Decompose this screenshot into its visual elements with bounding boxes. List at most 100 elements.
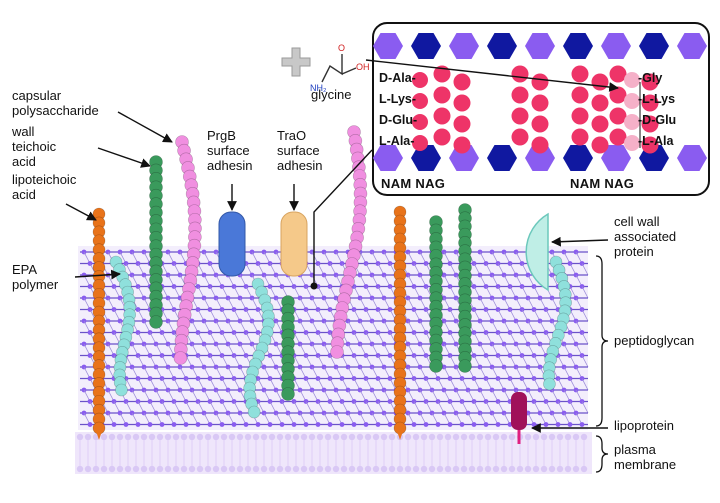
- membrane-head-bottom: [236, 465, 244, 473]
- trao-adhesin: [280, 211, 308, 277]
- membrane-head-top: [340, 433, 348, 441]
- membrane-head-top: [492, 433, 500, 441]
- membrane-head-top: [220, 433, 228, 441]
- glycan-hexagon: [677, 145, 707, 171]
- peptide-bead: [453, 136, 471, 154]
- membrane-head-bottom: [260, 465, 268, 473]
- glycan-sugar: [147, 422, 153, 427]
- membrane-head-top: [228, 433, 236, 441]
- arrow-lipoteichoic: [65, 203, 97, 221]
- glycan-sugar: [375, 422, 381, 427]
- peptide-bead: [433, 86, 451, 104]
- glycan-sugar: [531, 422, 537, 427]
- peptide-bead: [453, 94, 471, 112]
- membrane-head-bottom: [276, 465, 284, 473]
- membrane-head-top: [412, 433, 420, 441]
- wall-teichoic-bead: [458, 359, 472, 373]
- membrane-head-top: [212, 433, 220, 441]
- membrane-head-bottom: [228, 465, 236, 473]
- peptide-bead: [511, 107, 529, 125]
- membrane-head-top: [468, 433, 476, 441]
- membrane-head-top: [180, 433, 188, 441]
- membrane-head-top: [324, 433, 332, 441]
- membrane-head-top: [316, 433, 324, 441]
- membrane-head-bottom: [196, 465, 204, 473]
- prgb-adhesin: [218, 211, 246, 277]
- glycan-sugar: [459, 422, 465, 427]
- membrane-head-top: [276, 433, 284, 441]
- membrane-head-bottom: [380, 465, 388, 473]
- membrane-head-bottom: [420, 465, 428, 473]
- label-lipoteichoic-acid: lipoteichoic acid: [12, 172, 77, 202]
- membrane-head-top: [580, 433, 588, 441]
- glycan-sugar: [435, 422, 441, 427]
- glycine-nh2-atom: NH₂: [310, 83, 327, 93]
- glycan-hexagon: [373, 33, 403, 59]
- label-plasma-membrane: plasma membrane: [614, 442, 677, 472]
- inset-connector-dot: [310, 282, 318, 290]
- glycan-sugar: [411, 422, 417, 427]
- peptide-crosslink: [581, 263, 589, 276]
- capsular-bead: [173, 351, 188, 365]
- glycan-sugar: [483, 422, 489, 427]
- membrane-head-top: [508, 433, 516, 441]
- protein-layer: [218, 211, 549, 444]
- peptide-bead: [591, 115, 609, 133]
- membrane-head-top: [140, 433, 148, 441]
- membrane-head-top: [428, 433, 436, 441]
- brace-peptidoglycan: [595, 255, 609, 427]
- membrane-head-top: [252, 433, 260, 441]
- membrane-head-top: [564, 433, 572, 441]
- label-glycine: glycine: [311, 87, 352, 102]
- membrane-head-bottom: [444, 465, 452, 473]
- glycan-hexagon: [525, 33, 555, 59]
- glycan-hexagon: [601, 145, 631, 171]
- glycan-hexagon: [449, 145, 479, 171]
- glycan-sugar: [315, 422, 321, 427]
- arrow-capsular: [117, 111, 173, 143]
- peptide-bead: [591, 94, 609, 112]
- glycan-hexagon: [373, 145, 403, 171]
- membrane-head-bottom: [484, 465, 492, 473]
- membrane-head-bottom: [132, 465, 140, 473]
- membrane-head-top: [116, 433, 124, 441]
- peptide-bead: [531, 136, 549, 154]
- membrane-head-top: [364, 433, 372, 441]
- membrane-head-bottom: [84, 465, 92, 473]
- membrane-head-bottom: [92, 465, 100, 473]
- membrane-head-top: [460, 433, 468, 441]
- glycine-oh-bond: [341, 67, 357, 75]
- glycan-sugar: [363, 422, 369, 427]
- membrane-head-bottom: [300, 465, 308, 473]
- membrane-head-top: [204, 433, 212, 441]
- glycine-o-atom: O: [338, 43, 345, 53]
- arrow-glycine: [365, 59, 619, 92]
- peptide-crosslink: [581, 286, 589, 299]
- epa-bead: [247, 405, 261, 419]
- glycan-sugar: [555, 422, 561, 427]
- membrane-head-bottom: [364, 465, 372, 473]
- glycan-sugar: [159, 422, 165, 427]
- membrane-head-top: [540, 433, 548, 441]
- inset-right-sugars: NAM NAG: [570, 176, 635, 191]
- glycan-sugar: [255, 422, 261, 427]
- membrane-head-bottom: [100, 465, 108, 473]
- membrane-head-bottom: [332, 465, 340, 473]
- label-wall-teichoic-acid: wall teichoic acid: [12, 124, 57, 169]
- membrane-head-bottom: [308, 465, 316, 473]
- glycan-sugar: [231, 422, 237, 427]
- glycan-sugar: [495, 422, 501, 427]
- glycan-sugar: [267, 422, 273, 427]
- glycan-hexagon: [487, 145, 517, 171]
- membrane-head-top: [148, 433, 156, 441]
- membrane-head-bottom: [388, 465, 396, 473]
- membrane-head-top: [476, 433, 484, 441]
- membrane-head-bottom: [492, 465, 500, 473]
- arrow-epa: [74, 269, 121, 280]
- membrane-head-bottom: [516, 465, 524, 473]
- arrow-cell-wall-protein: [551, 236, 609, 247]
- membrane-head-top: [484, 433, 492, 441]
- membrane-head-top: [548, 433, 556, 441]
- glycan-sugar: [387, 422, 393, 427]
- glycan-sugar: [279, 422, 285, 427]
